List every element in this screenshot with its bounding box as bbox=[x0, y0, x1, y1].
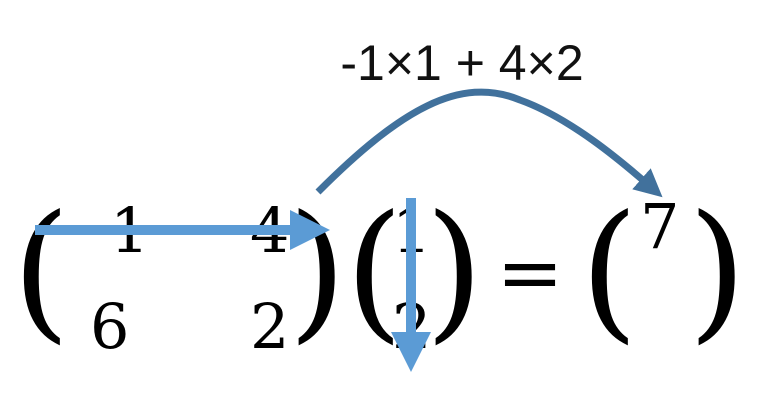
vector-open-paren: ( bbox=[345, 184, 404, 358]
matrix-open-paren: ( bbox=[12, 184, 71, 358]
matrix-close-paren: ) bbox=[288, 184, 347, 358]
matrix-a22: 2 bbox=[250, 290, 289, 363]
equals-sign: = bbox=[496, 226, 563, 319]
expression-label: -1×1 + 4×2 bbox=[340, 35, 583, 91]
curve-arrow bbox=[315, 88, 663, 198]
matrix-a21: 6 bbox=[90, 290, 129, 363]
result-close-paren: ) bbox=[688, 184, 747, 358]
vector-close-paren: ) bbox=[425, 184, 484, 358]
result-open-paren: ( bbox=[580, 184, 639, 358]
result-r1: 7 bbox=[640, 190, 679, 263]
